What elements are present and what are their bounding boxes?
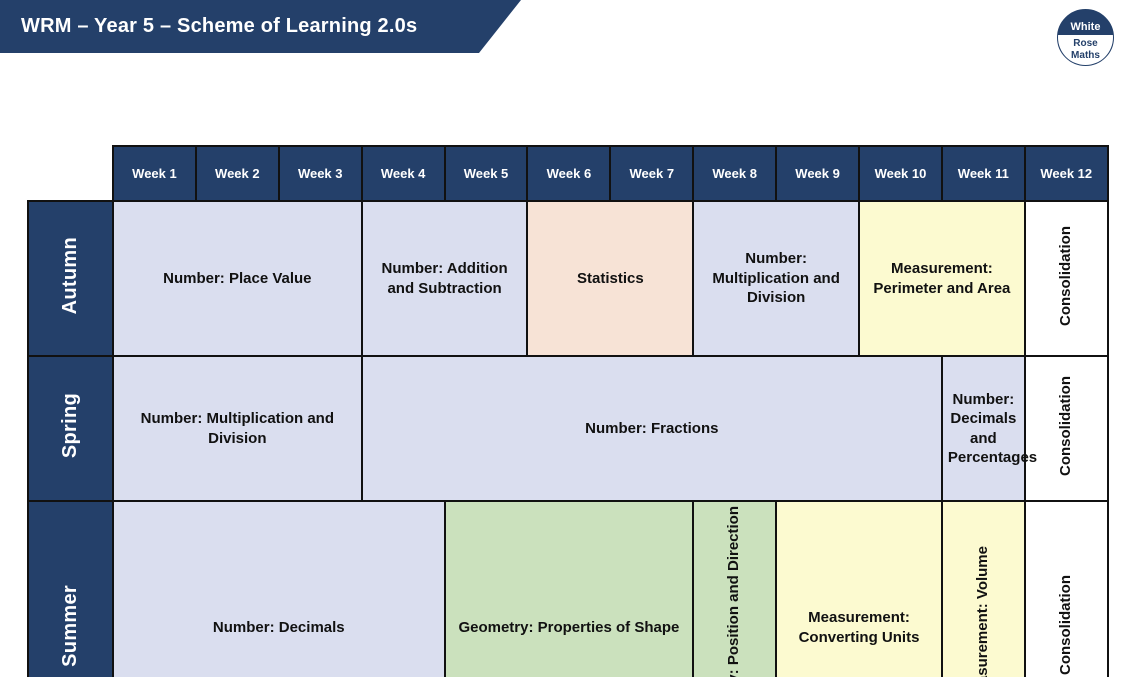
season-label-text: Spring: [59, 393, 82, 459]
season-label-text: Summer: [59, 584, 82, 667]
week-header-6: Week 6: [526, 145, 612, 202]
season-label-text: Autumn: [59, 237, 82, 315]
logo-text-rose: Rose: [1073, 38, 1098, 50]
topic-cell[interactable]: Measurement: Perimeter and Area: [858, 200, 1026, 357]
season-label-summer: Summer: [27, 500, 114, 677]
week-header-4: Week 4: [360, 145, 446, 202]
header-banner: WRM – Year 5 – Scheme of Learning 2.0s: [0, 0, 521, 53]
term-row-spring: Spring Number: Multiplication and Divisio…: [27, 355, 1109, 502]
topic-label: Consolidation: [1056, 575, 1074, 676]
week-header-10: Week 10: [858, 145, 943, 202]
week-header-2: Week 2: [194, 145, 280, 202]
logo-text-maths: Maths: [1071, 49, 1100, 61]
topic-label: Measurement: Volume: [973, 545, 991, 677]
topic-cell[interactable]: Geometry: Position and Direction: [692, 500, 778, 677]
white-rose-maths-logo: White Rose Maths: [1057, 9, 1114, 66]
season-label-spring: Spring: [27, 355, 114, 502]
topic-label: Consolidation: [1056, 375, 1074, 476]
week-header-12: Week 12: [1023, 145, 1109, 202]
topic-cell[interactable]: Statistics: [526, 200, 695, 357]
grid-corner-cell: [28, 146, 113, 201]
logo-top-half: White: [1058, 10, 1113, 35]
topic-cell[interactable]: Number: Decimals and Percentages: [940, 355, 1037, 502]
logo-bottom-half: Rose Maths: [1058, 34, 1113, 65]
topic-cell[interactable]: Number: Multiplication and Division: [692, 200, 861, 357]
week-header-1: Week 1: [112, 145, 197, 202]
logo-text-white: White: [1070, 20, 1101, 33]
topic-cell[interactable]: Number: Decimals: [112, 500, 446, 677]
topic-cell[interactable]: Consolidation: [1023, 200, 1109, 357]
week-header-11: Week 11: [940, 145, 1026, 202]
topic-label: Consolidation: [1056, 225, 1074, 326]
topic-cell[interactable]: Number: Fractions: [360, 355, 943, 502]
week-header-3: Week 3: [277, 145, 363, 202]
page-title: WRM – Year 5 – Scheme of Learning 2.0s: [21, 15, 418, 37]
week-header-8: Week 8: [692, 145, 778, 202]
topic-cell[interactable]: Number: Addition and Subtraction: [360, 200, 529, 357]
week-header-9: Week 9: [775, 145, 861, 202]
week-header-7: Week 7: [609, 145, 695, 202]
week-header-5: Week 5: [443, 145, 529, 202]
topic-cell[interactable]: Number: Place Value: [112, 200, 363, 357]
topic-label: Geometry: Position and Direction: [725, 506, 743, 677]
topic-cell[interactable]: Measurement: Volume: [940, 500, 1026, 677]
topic-cell[interactable]: Consolidation: [1023, 500, 1109, 677]
topic-cell[interactable]: Geometry: Properties of Shape: [443, 500, 695, 677]
topic-cell[interactable]: Consolidation: [1023, 355, 1109, 502]
topic-cell[interactable]: Number: Multiplication and Division: [112, 355, 363, 502]
season-label-autumn: Autumn: [27, 200, 114, 357]
topic-cell[interactable]: Measurement: Converting Units: [775, 500, 943, 677]
